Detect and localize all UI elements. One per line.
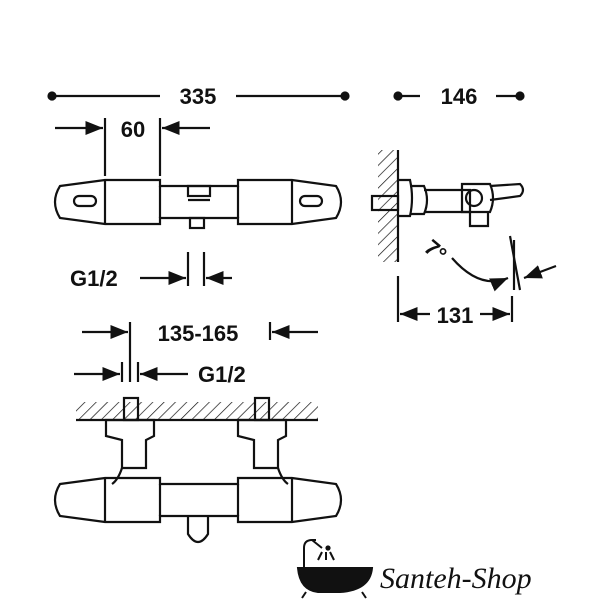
label-lever-width: 60 — [121, 117, 145, 142]
mixer-body-front — [53, 467, 343, 524]
dimension-lever-width — [55, 118, 210, 176]
label-overall-width: 335 — [180, 84, 217, 109]
mixer-body-side — [370, 178, 525, 228]
top-view: 335 60 G1/2 — [47, 84, 350, 291]
dimension-angle — [451, 235, 557, 292]
label-projection: 131 — [437, 303, 474, 328]
logo-text: Santeh-Shop — [380, 562, 532, 595]
dimension-inlet-thread-bottom — [74, 362, 188, 382]
left-inlet — [104, 396, 156, 470]
dimension-projection — [396, 276, 514, 322]
label-angle: 7° — [419, 235, 451, 268]
logo: Santeh-Shop — [296, 539, 532, 599]
front-view: 135-165 G1/2 — [53, 321, 343, 544]
label-center-distance: 135-165 — [158, 321, 239, 346]
dimension-inlet-thread-top — [140, 252, 232, 286]
label-inlet-thread-bottom: G1/2 — [198, 362, 246, 387]
wall-hatch-side — [378, 150, 398, 262]
dimension-overall-depth — [393, 91, 525, 101]
mixer-body-top — [53, 178, 343, 230]
dimension-center-distance — [82, 322, 318, 382]
dimension-overall-width — [47, 91, 350, 101]
wall-hatch-front — [76, 402, 318, 420]
label-inlet-thread-top: G1/2 — [70, 266, 118, 291]
spout — [186, 516, 210, 544]
side-view: 146 7° 131 — [370, 84, 557, 328]
label-overall-depth: 146 — [441, 84, 478, 109]
bathtub-shower-icon — [296, 539, 374, 599]
